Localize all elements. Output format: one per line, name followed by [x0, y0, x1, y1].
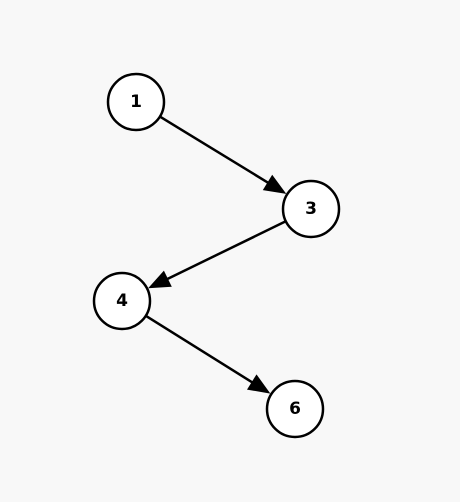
nodes-layer: 1 3 4 6 [92, 72, 341, 439]
edge-line [159, 115, 270, 185]
arrowhead-icon [148, 270, 172, 289]
node-6[interactable]: 6 [265, 379, 325, 439]
node-1[interactable]: 1 [106, 72, 166, 132]
edge-4-to-6 [145, 314, 271, 394]
node-6-label: 6 [289, 399, 301, 419]
edge-line [165, 220, 287, 281]
arrowhead-icon [262, 174, 287, 194]
edge-line [145, 314, 255, 385]
node-4[interactable]: 4 [92, 271, 152, 331]
node-3[interactable]: 3 [281, 179, 341, 239]
node-3-label: 3 [305, 199, 317, 219]
node-4-label: 4 [116, 291, 128, 311]
arrowhead-icon [247, 374, 271, 394]
edges-layer [145, 115, 287, 394]
edge-1-to-3 [159, 115, 287, 194]
node-3-circle [281, 179, 341, 239]
node-4-circle [92, 271, 152, 331]
node-1-circle [106, 72, 166, 132]
edge-3-to-4 [148, 220, 287, 289]
node-1-label: 1 [130, 92, 142, 112]
node-6-circle [265, 379, 325, 439]
